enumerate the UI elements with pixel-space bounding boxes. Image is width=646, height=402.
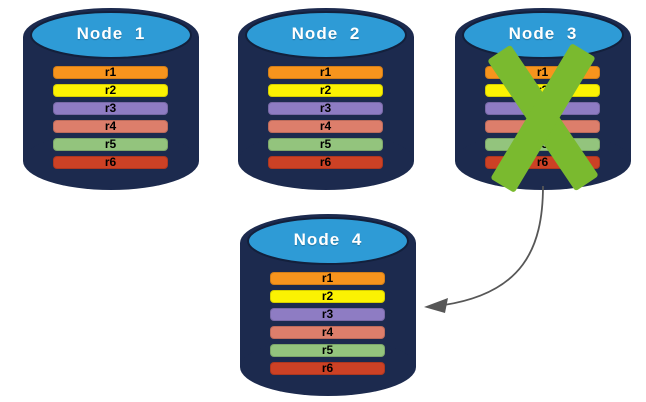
record-r2: r2 [268,84,383,97]
record-r3: r3 [270,308,385,321]
record-r1: r1 [485,66,600,79]
record-r3: r3 [485,102,600,115]
node-label: Node 1 [76,24,146,43]
record-list: r1 r2 r3 r4 r5 r6 [485,66,600,174]
record-r5: r5 [270,344,385,357]
record-r3: r3 [53,102,168,115]
record-r6: r6 [270,362,385,375]
cylinder-top-face [30,11,192,59]
cylinder-top-face [245,11,407,59]
record-r1: r1 [268,66,383,79]
record-r5: r5 [268,138,383,151]
node-label: Node 3 [508,24,578,43]
record-list: r1 r2 r3 r4 r5 r6 [53,66,168,174]
arrow-curve [443,185,544,306]
record-r1: r1 [270,272,385,285]
record-r6: r6 [268,156,383,169]
record-r2: r2 [270,290,385,303]
node-label: Node 4 [293,230,363,249]
record-r2: r2 [485,84,600,97]
record-r5: r5 [53,138,168,151]
record-r4: r4 [268,120,383,133]
record-r1: r1 [53,66,168,79]
record-r4: r4 [485,120,600,133]
node-2: Node 2 r1 r2 r3 r4 r5 r6 [237,7,415,191]
record-r4: r4 [53,120,168,133]
record-r4: r4 [270,326,385,339]
cylinder-top-face [247,217,409,265]
record-r3: r3 [268,102,383,115]
record-r5: r5 [485,138,600,151]
record-list: r1 r2 r3 r4 r5 r6 [270,272,385,380]
node-3: Node 3 r1 r2 r3 r4 r5 r6 [454,7,632,193]
node-1: Node 1 r1 r2 r3 r4 r5 r6 [22,7,200,191]
record-r2: r2 [53,84,168,97]
node-label: Node 2 [291,24,361,43]
record-r6: r6 [53,156,168,169]
arrowhead-icon [424,298,448,313]
record-r6: r6 [485,156,600,169]
record-list: r1 r2 r3 r4 r5 r6 [268,66,383,174]
node-4: Node 4 r1 r2 r3 r4 r5 r6 [239,213,417,397]
